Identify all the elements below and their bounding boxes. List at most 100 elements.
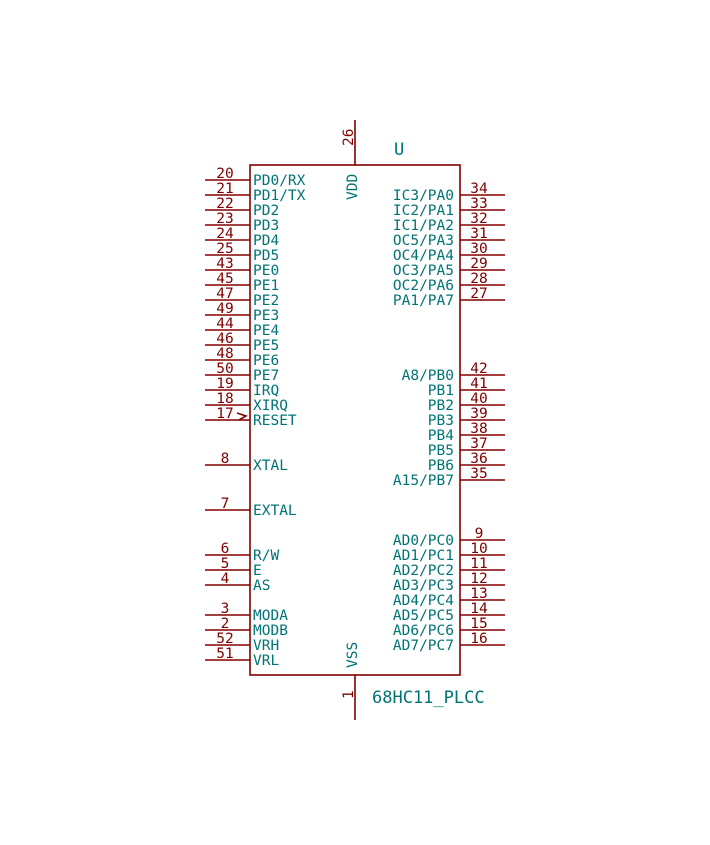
pin-reset-name: RESET: [253, 413, 297, 429]
pin-modb-number: 2: [221, 616, 230, 632]
pin-pe5-name: PE5: [253, 338, 279, 354]
pin-irq-name: IRQ: [253, 383, 279, 399]
pin-pd4-number: 24: [216, 226, 234, 242]
pin-ad7-pc7-name: AD7/PC7: [393, 638, 454, 654]
pin-pe4-name: PE4: [253, 323, 279, 339]
pin-ad2-pc2-number: 11: [470, 556, 487, 572]
pin-pe6-name: PE6: [253, 353, 279, 369]
pin-ad0-pc0-number: 9: [475, 526, 484, 542]
pin-oc5-pa3-number: 31: [470, 226, 487, 242]
pin-e-number: 5: [221, 556, 230, 572]
pin-r-w-name: R/W: [253, 548, 279, 564]
pin-oc2-pa6-number: 28: [470, 271, 487, 287]
pin-ad1-pc1-number: 10: [470, 541, 487, 557]
pin-pd1-tx-name: PD1/TX: [253, 188, 306, 204]
pin-xtal-name: XTAL: [253, 458, 288, 474]
pin-oc2-pa6-name: OC2/PA6: [393, 278, 454, 294]
pin-ad6-pc6-number: 15: [470, 616, 487, 632]
pin-ad4-pc4-name: AD4/PC4: [393, 593, 454, 609]
pin-pe1-name: PE1: [253, 278, 279, 294]
pin-ad7-pc7-number: 16: [470, 631, 487, 647]
pin-xirq-number: 18: [216, 391, 233, 407]
pin-ad3-pc3-name: AD3/PC3: [393, 578, 454, 594]
pin-ad4-pc4-number: 13: [470, 586, 487, 602]
pin-pe3-number: 49: [216, 301, 233, 317]
pin-ic3-pa0-number: 34: [470, 181, 488, 197]
pin-pe4-number: 44: [216, 316, 234, 332]
pin-extal-number: 7: [221, 496, 230, 512]
pin-ic2-pa1-name: IC2/PA1: [393, 203, 454, 219]
pin-r-w-number: 6: [221, 541, 230, 557]
pin-pb5-number: 37: [470, 436, 487, 452]
pin-pd3-name: PD3: [253, 218, 279, 234]
pin-vrl-name: VRL: [253, 653, 279, 669]
pin-pd2-number: 22: [216, 196, 233, 212]
component-reference: U: [394, 140, 404, 160]
pin-a8-pb0-name: A8/PB0: [402, 368, 454, 384]
pin-pe2-number: 47: [216, 286, 233, 302]
pin-oc5-pa3-name: OC5/PA3: [393, 233, 454, 249]
pin-pb4-number: 38: [470, 421, 487, 437]
pin-pd5-number: 25: [216, 241, 233, 257]
pin-modb-name: MODB: [253, 623, 288, 639]
pin-a15-pb7-name: A15/PB7: [393, 473, 454, 489]
pin-ic3-pa0-name: IC3/PA0: [393, 188, 454, 204]
pin-ic2-pa1-number: 33: [470, 196, 487, 212]
pin-pd3-number: 23: [216, 211, 233, 227]
pin-pe7-number: 50: [216, 361, 233, 377]
pin-moda-number: 3: [221, 601, 230, 617]
pin-pb3-number: 39: [470, 406, 487, 422]
pin-ad1-pc1-name: AD1/PC1: [393, 548, 454, 564]
pin-pd2-name: PD2: [253, 203, 279, 219]
pin-pe0-number: 43: [216, 256, 233, 272]
pin-pa1-pa7-name: PA1/PA7: [393, 293, 454, 309]
pin-oc3-pa5-name: OC3/PA5: [393, 263, 454, 279]
pin-pe2-name: PE2: [253, 293, 279, 309]
pin-irq-number: 19: [216, 376, 233, 392]
pin-oc4-pa4-number: 30: [470, 241, 487, 257]
pin-xtal-number: 8: [221, 451, 230, 467]
component-value: 68HC11_PLCC: [372, 688, 485, 708]
pin-pb2-number: 40: [470, 391, 487, 407]
pin-vss-number: 1: [341, 690, 357, 699]
pin-a8-pb0-number: 42: [470, 361, 487, 377]
pin-vdd-name: VDD: [345, 174, 361, 200]
pin-vrh-number: 52: [216, 631, 233, 647]
pin-ad2-pc2-name: AD2/PC2: [393, 563, 454, 579]
pin-pb3-name: PB3: [428, 413, 454, 429]
pin-extal-name: EXTAL: [253, 503, 297, 519]
pin-pd0-rx-name: PD0/RX: [253, 173, 306, 189]
pin-pe5-number: 46: [216, 331, 233, 347]
pin-pb1-name: PB1: [428, 383, 454, 399]
pin-ic1-pa2-number: 32: [470, 211, 487, 227]
pin-as-name: AS: [253, 578, 270, 594]
pin-e-name: E: [253, 563, 262, 579]
pin-reset-number: 17: [216, 406, 233, 422]
reset-active-low-mark: [236, 412, 248, 421]
pin-oc4-pa4-name: OC4/PA4: [393, 248, 454, 264]
pin-ad0-pc0-name: AD0/PC0: [393, 533, 454, 549]
pin-pe6-number: 48: [216, 346, 233, 362]
pin-vrl-number: 51: [216, 646, 233, 662]
pin-vdd-number: 26: [341, 129, 357, 146]
pin-pb5-name: PB5: [428, 443, 454, 459]
pin-pd0-rx-number: 20: [216, 166, 233, 182]
pin-pb1-number: 41: [470, 376, 487, 392]
pin-vrh-name: VRH: [253, 638, 279, 654]
pin-xirq-name: XIRQ: [253, 398, 288, 414]
pin-as-number: 4: [221, 571, 230, 587]
pin-pe0-name: PE0: [253, 263, 279, 279]
pin-moda-name: MODA: [253, 608, 288, 624]
pin-ad5-pc5-number: 14: [470, 601, 488, 617]
pin-pa1-pa7-number: 27: [470, 286, 487, 302]
pin-ad6-pc6-name: AD6/PC6: [393, 623, 454, 639]
pin-vss-name: VSS: [345, 642, 361, 668]
pin-pd1-tx-number: 21: [216, 181, 233, 197]
pin-pb6-number: 36: [470, 451, 487, 467]
pin-ad5-pc5-name: AD5/PC5: [393, 608, 454, 624]
pin-pe7-name: PE7: [253, 368, 279, 384]
pin-pd5-name: PD5: [253, 248, 279, 264]
